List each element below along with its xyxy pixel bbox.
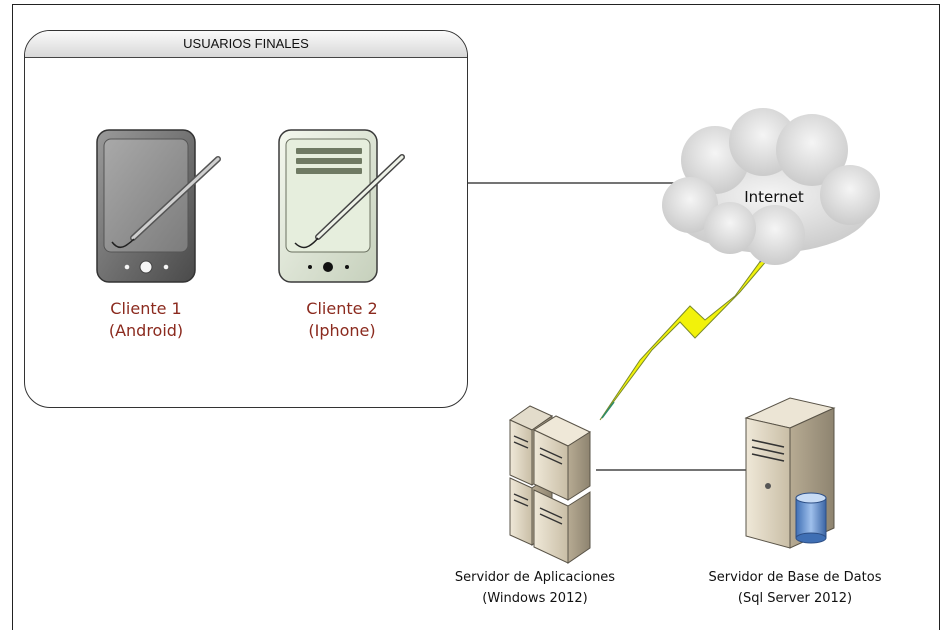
cloud-icon xyxy=(662,108,880,265)
client-1-caption: Cliente 1 (Android) xyxy=(96,298,196,342)
app-server-caption: Servidor de Aplicaciones (Windows 2012) xyxy=(410,567,660,609)
database-server-icon xyxy=(744,397,836,549)
client-2-os: (Iphone) xyxy=(308,321,376,340)
lightning-icon xyxy=(599,245,775,421)
client-1-name: Cliente 1 xyxy=(110,299,182,318)
app-server-name: Servidor de Aplicaciones xyxy=(454,570,616,585)
db-server-detail: (Sql Server 2012) xyxy=(737,591,853,606)
db-server-name: Servidor de Base de Datos xyxy=(708,570,882,585)
app-server-detail: (Windows 2012) xyxy=(482,591,588,606)
android-phone-icon xyxy=(96,129,221,283)
end-users-group: USUARIOS FINALES xyxy=(24,30,468,408)
client-2-name: Cliente 2 xyxy=(306,299,378,318)
server-cluster-icon xyxy=(508,405,592,564)
db-server-caption: Servidor de Base de Datos (Sql Server 20… xyxy=(670,567,920,609)
iphone-icon xyxy=(278,129,405,283)
internet-label: Internet xyxy=(744,188,804,206)
client-2-caption: Cliente 2 (Iphone) xyxy=(292,298,392,342)
client-1-os: (Android) xyxy=(108,321,184,340)
diagram-frame xyxy=(12,4,940,630)
group-title: USUARIOS FINALES xyxy=(25,31,467,58)
